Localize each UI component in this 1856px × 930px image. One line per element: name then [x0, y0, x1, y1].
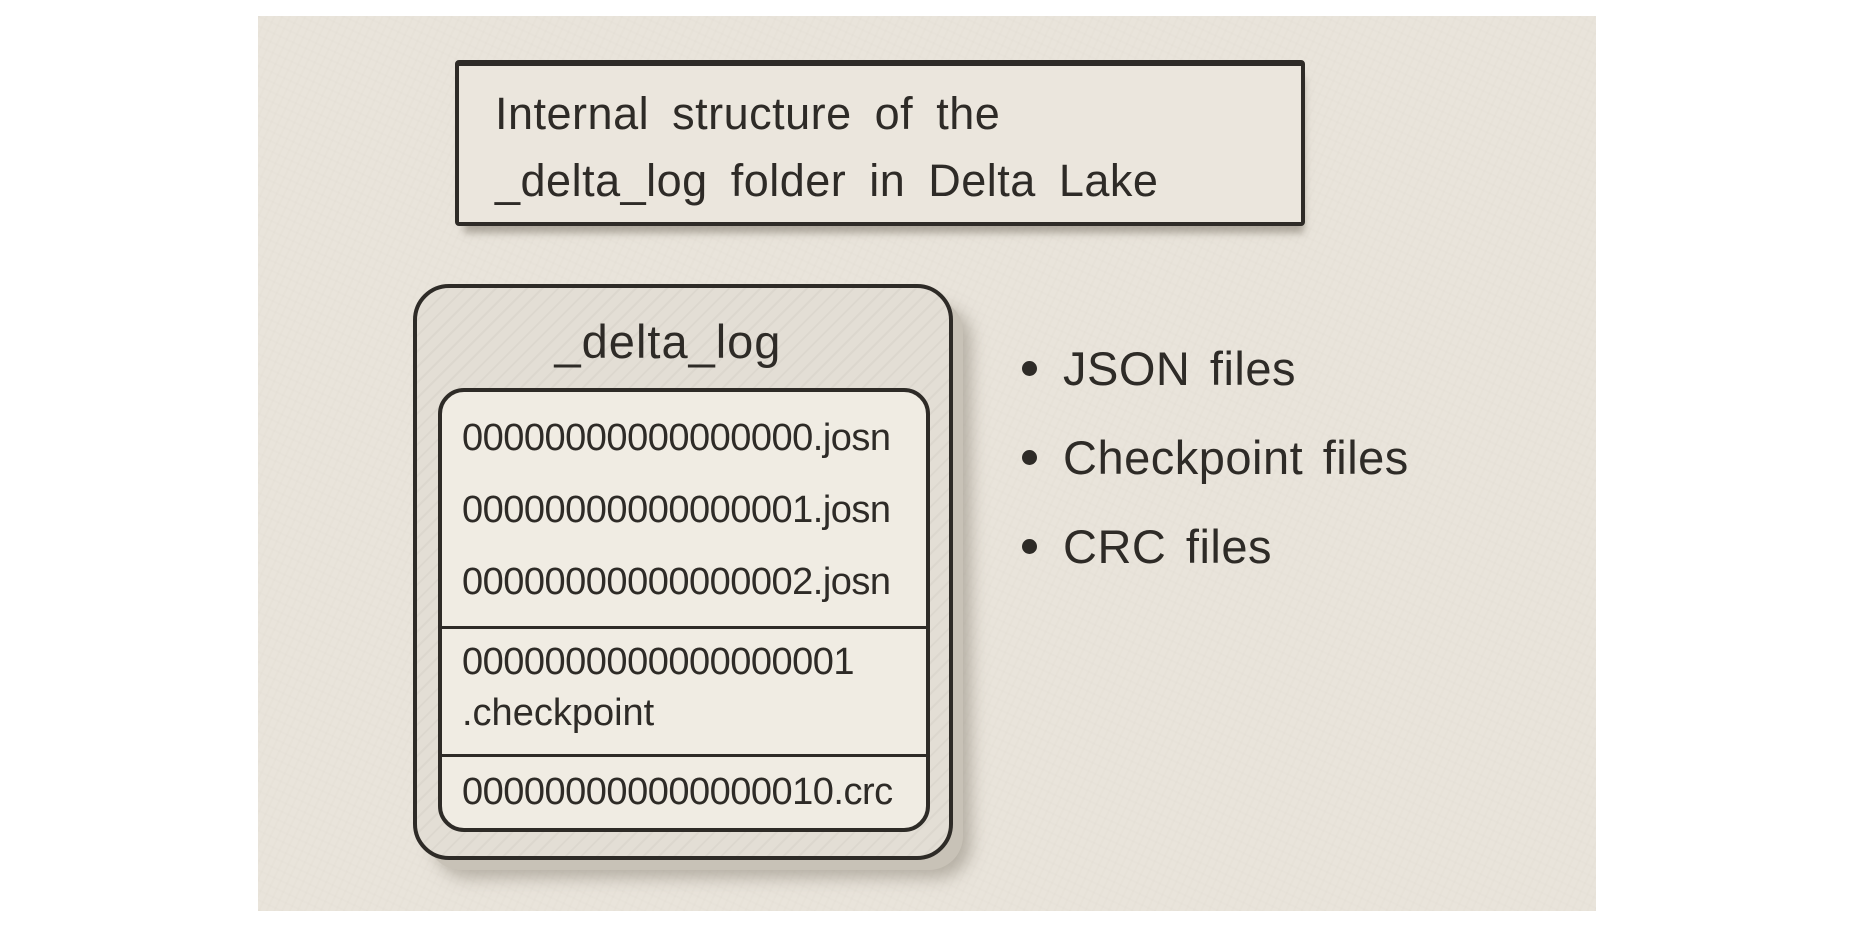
list-item: JSON files: [1022, 338, 1409, 398]
delta-log-folder-box: _delta_log 00000000000000000.josn 000000…: [413, 284, 953, 860]
json-files-section: 00000000000000000.josn 00000000000000001…: [442, 392, 926, 626]
title-line-1: Internal structure of the: [495, 88, 1001, 139]
json-file-row: 00000000000000002.josn: [462, 560, 891, 603]
bullet-dot-icon: [1022, 449, 1037, 465]
folder-name-label: _delta_log: [554, 315, 782, 368]
list-item: CRC files: [1022, 516, 1409, 576]
title-line-2: _delta_log folder in Delta Lake: [495, 155, 1159, 206]
file-types-bullet-list: JSON files Checkpoint files CRC files: [1022, 338, 1409, 605]
crc-file-row: 000000000000000010.crc: [462, 771, 893, 813]
crc-file-section: 000000000000000010.crc: [442, 754, 926, 828]
paper-background: Internal structure of the _delta_log fol…: [258, 16, 1596, 911]
checkpoint-file-extension-line: .checkpoint: [462, 692, 655, 734]
checkpoint-file-name-line: 0000000000000000001: [462, 641, 855, 683]
json-file-row: 00000000000000001.josn: [462, 488, 891, 531]
checkpoint-file-section: 0000000000000000001 .checkpoint: [442, 626, 926, 754]
bullet-dot-icon: [1022, 360, 1037, 376]
file-list-box: 00000000000000000.josn 00000000000000001…: [438, 388, 930, 832]
title-box: Internal structure of the _delta_log fol…: [455, 60, 1305, 226]
bullet-item-label: CRC files: [1063, 519, 1272, 573]
bullet-dot-icon: [1022, 538, 1037, 554]
list-item: Checkpoint files: [1022, 427, 1409, 487]
bullet-item-label: JSON files: [1063, 341, 1296, 395]
json-file-row: 00000000000000000.josn: [462, 416, 891, 459]
bullet-item-label: Checkpoint files: [1063, 430, 1409, 484]
